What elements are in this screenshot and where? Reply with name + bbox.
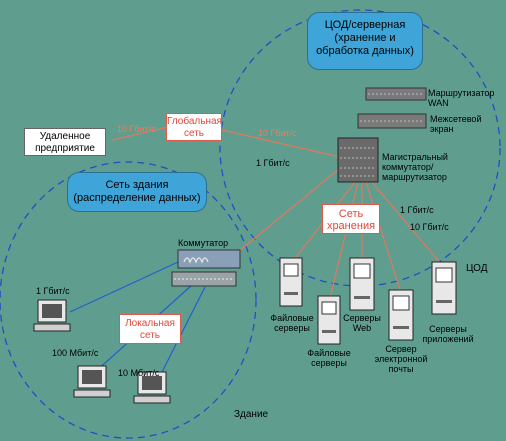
pc-3-icon — [133, 371, 171, 404]
link-core-server-5 — [369, 179, 443, 266]
building-label: Здание — [234, 409, 269, 420]
web-server-icon — [349, 257, 375, 311]
file-server-2-icon — [317, 295, 341, 345]
file-servers-1-label: Файловые серверы — [270, 313, 314, 333]
link-wan-core — [221, 129, 341, 158]
datacenter-title-bubble: ЦОД/серверная (хранение и обработка данн… — [307, 12, 423, 70]
san-speed-10g: 10 Гбит/с — [410, 222, 449, 232]
file-servers-2-label: Файловые серверы — [307, 348, 351, 368]
wan-box: Глобальная сеть — [166, 113, 222, 141]
link-switch-pc-1 — [69, 261, 179, 313]
remote-enterprise-box: Удаленное предприятие — [24, 128, 106, 156]
pc-2-icon — [73, 365, 111, 398]
link-core-server-4 — [365, 181, 401, 291]
pc-1-speed: 1 Гбит/с — [36, 286, 70, 296]
file-server-1-icon — [279, 257, 303, 307]
building-network-bubble: Сеть здания (распределение данных) — [67, 172, 207, 212]
app-servers-label: Серверы приложений — [422, 324, 474, 344]
link-core-server-2 — [329, 181, 359, 299]
link-remote-wan — [111, 126, 169, 141]
building-switch-label: Коммутатор — [178, 238, 229, 248]
building-boundary — [0, 161, 257, 439]
app-server-icon — [431, 261, 457, 315]
mail-server-label: Сервер электронной почты — [374, 344, 428, 374]
core-switch-label: Магистральный коммутатор/ маршрутизатор — [382, 152, 448, 182]
core-switch-icon — [337, 137, 379, 183]
firewall-icon — [357, 113, 427, 129]
wan-speed-left: 10 Гбит/с — [117, 124, 156, 134]
core-building-speed: 1 Гбит/с — [256, 158, 290, 168]
pc-3-speed: 10 Мбит/с — [118, 368, 160, 378]
san-speed-1g: 1 Гбит/с — [400, 205, 434, 215]
web-servers-label: Серверы Web — [343, 313, 381, 333]
san-box: Сеть хранения — [322, 204, 380, 234]
pc-1-icon — [33, 299, 71, 332]
pc-2-speed: 100 Мбит/с — [52, 348, 99, 358]
firewall-label: Межсетевой экран — [430, 114, 482, 134]
link-switch-pc-3 — [159, 286, 206, 377]
lan-box: Локальная сеть — [119, 314, 181, 344]
datacenter-label: ЦОД — [466, 263, 488, 274]
building-switch-icon — [171, 249, 241, 287]
wan-router-icon — [365, 87, 427, 101]
link-core-building-switch — [237, 167, 341, 253]
wan-router-label: Маршрутизатор WAN — [428, 88, 495, 108]
mail-server-icon — [388, 289, 414, 341]
wan-speed-right: 10 Гбит/с — [258, 128, 297, 138]
